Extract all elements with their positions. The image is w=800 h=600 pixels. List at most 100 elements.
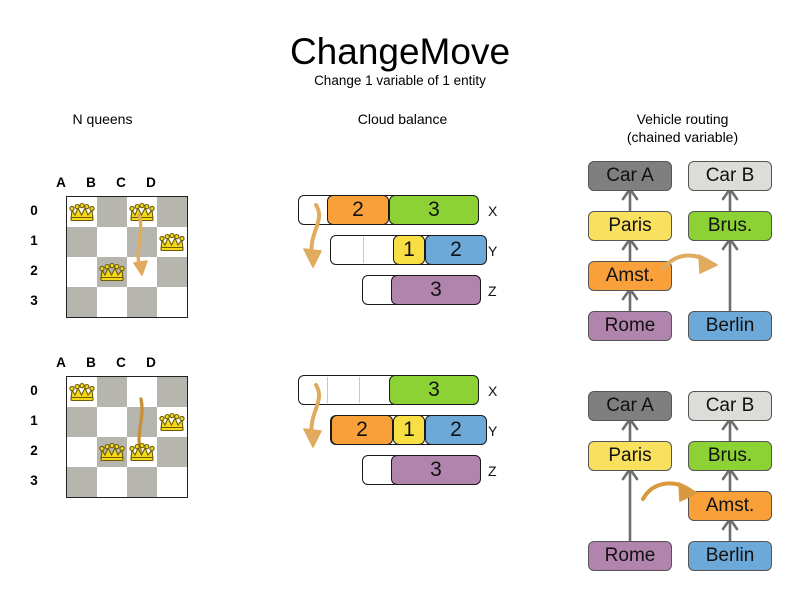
board-cell[interactable] — [67, 287, 97, 317]
board-cell[interactable] — [157, 467, 187, 497]
board-cell[interactable] — [67, 437, 97, 467]
computer-label-x: X — [488, 383, 498, 399]
page-subtitle: Change 1 variable of 1 entity — [314, 73, 486, 88]
location-node-amst[interactable]: Amst. — [688, 491, 772, 521]
board-cell[interactable] — [97, 467, 127, 497]
board-cell[interactable] — [97, 287, 127, 317]
location-node-paris[interactable]: Paris — [588, 211, 672, 241]
move-arrow-icon — [303, 203, 322, 268]
location-node-rome[interactable]: Rome — [588, 541, 672, 571]
process-block[interactable]: 3 — [389, 194, 479, 225]
queen-piece[interactable] — [129, 442, 155, 462]
queen-piece[interactable] — [69, 202, 95, 222]
move-arrow-icon — [661, 253, 718, 274]
file-label-d: D — [146, 175, 156, 190]
process-block[interactable]: 1 — [393, 234, 425, 265]
vehicle-node-car-b[interactable]: Car B — [688, 161, 772, 191]
rank-label-0: 0 — [30, 203, 38, 218]
rank-label-2: 2 — [30, 443, 38, 458]
rank-label-3: 3 — [30, 473, 38, 488]
file-label-a: A — [56, 175, 66, 190]
file-label-a: A — [56, 355, 66, 370]
computer-label-z: Z — [488, 463, 497, 479]
board-cell[interactable] — [97, 197, 127, 227]
section-heading-cloudbalance: Cloud balance — [357, 111, 448, 127]
process-block[interactable]: 2 — [327, 194, 389, 225]
chessboard[interactable] — [66, 376, 188, 498]
page-title: ChangeMove — [289, 31, 511, 72]
file-label-c: C — [116, 175, 126, 190]
board-cell[interactable] — [97, 227, 127, 257]
board-cell[interactable] — [127, 287, 157, 317]
cloudbalance-before: 2 3 X 1 2 Y 3 Z — [290, 194, 510, 310]
vehicle-node-car-a[interactable]: Car A — [588, 391, 672, 421]
location-node-brus[interactable]: Brus. — [688, 211, 772, 241]
computer-bar-y[interactable]: 1 2 — [330, 234, 487, 265]
queen-piece[interactable] — [159, 412, 185, 432]
process-block[interactable]: 2 — [425, 414, 487, 445]
computer-label-z: Z — [488, 283, 497, 299]
vehicle-node-car-b[interactable]: Car B — [688, 391, 772, 421]
board-cell[interactable] — [157, 197, 187, 227]
location-node-amst[interactable]: Amst. — [588, 261, 672, 291]
process-block[interactable]: 3 — [391, 274, 481, 305]
slot-divider — [327, 377, 328, 403]
computer-bar-y[interactable]: 2 1 2 — [330, 414, 487, 445]
location-node-rome[interactable]: Rome — [588, 311, 672, 341]
rank-label-1: 1 — [30, 413, 38, 428]
board-cell[interactable] — [67, 257, 97, 287]
section-heading-vehiclerouting-line2: (chained variable) — [626, 129, 739, 145]
slot-divider — [359, 377, 360, 403]
board-cell[interactable] — [157, 257, 187, 287]
board-cell[interactable] — [127, 467, 157, 497]
process-block[interactable]: 2 — [425, 234, 487, 265]
location-node-berlin[interactable]: Berlin — [688, 541, 772, 571]
queen-piece[interactable] — [159, 232, 185, 252]
computer-bar-z[interactable]: 3 — [362, 274, 481, 305]
board-cell[interactable] — [97, 407, 127, 437]
computer-bar-x[interactable]: 2 3 — [298, 194, 479, 225]
process-block[interactable]: 1 — [393, 414, 425, 445]
slot-divider — [363, 237, 364, 263]
nqueens-board-after: A B C D 0 1 2 3 — [20, 350, 195, 510]
computer-label-x: X — [488, 203, 498, 219]
chessboard[interactable] — [66, 196, 188, 318]
queen-piece[interactable] — [99, 262, 125, 282]
rank-label-1: 1 — [30, 233, 38, 248]
file-label-d: D — [146, 355, 156, 370]
rank-label-0: 0 — [30, 383, 38, 398]
process-block[interactable]: 2 — [331, 414, 393, 445]
move-arrow-icon — [133, 213, 148, 276]
computer-label-y: Y — [488, 243, 498, 259]
file-label-b: B — [86, 355, 96, 370]
file-label-c: C — [116, 355, 126, 370]
location-node-brus[interactable]: Brus. — [688, 441, 772, 471]
process-block[interactable]: 3 — [391, 454, 481, 485]
board-cell[interactable] — [67, 407, 97, 437]
queen-piece[interactable] — [99, 442, 125, 462]
nqueens-board-before: A B C D 0 1 2 3 — [20, 170, 195, 330]
queen-piece[interactable] — [129, 202, 155, 222]
board-cell[interactable] — [97, 377, 127, 407]
board-cell[interactable] — [157, 437, 187, 467]
cloudbalance-after: 3 X 2 1 2 Y 3 Z — [290, 374, 510, 490]
rank-label-2: 2 — [30, 263, 38, 278]
queen-piece[interactable] — [69, 382, 95, 402]
process-block[interactable]: 3 — [389, 374, 479, 405]
board-cell[interactable] — [67, 467, 97, 497]
board-cell[interactable] — [157, 377, 187, 407]
computer-bar-x[interactable]: 3 — [298, 374, 479, 405]
vehicle-node-car-a[interactable]: Car A — [588, 161, 672, 191]
vehiclerouting-before: Car A Paris Amst. Rome Car B Brus. Berli… — [575, 155, 790, 350]
section-heading-nqueens: N queens — [72, 111, 133, 127]
location-node-paris[interactable]: Paris — [588, 441, 672, 471]
move-trail-icon — [137, 397, 144, 455]
move-arrow-icon — [641, 481, 698, 502]
computer-label-y: Y — [488, 423, 498, 439]
board-cell[interactable] — [67, 227, 97, 257]
computer-bar-z[interactable]: 3 — [362, 454, 481, 485]
board-cell[interactable] — [157, 287, 187, 317]
rank-label-3: 3 — [30, 293, 38, 308]
location-node-berlin[interactable]: Berlin — [688, 311, 772, 341]
section-heading-vehiclerouting-line1: Vehicle routing — [636, 111, 729, 127]
